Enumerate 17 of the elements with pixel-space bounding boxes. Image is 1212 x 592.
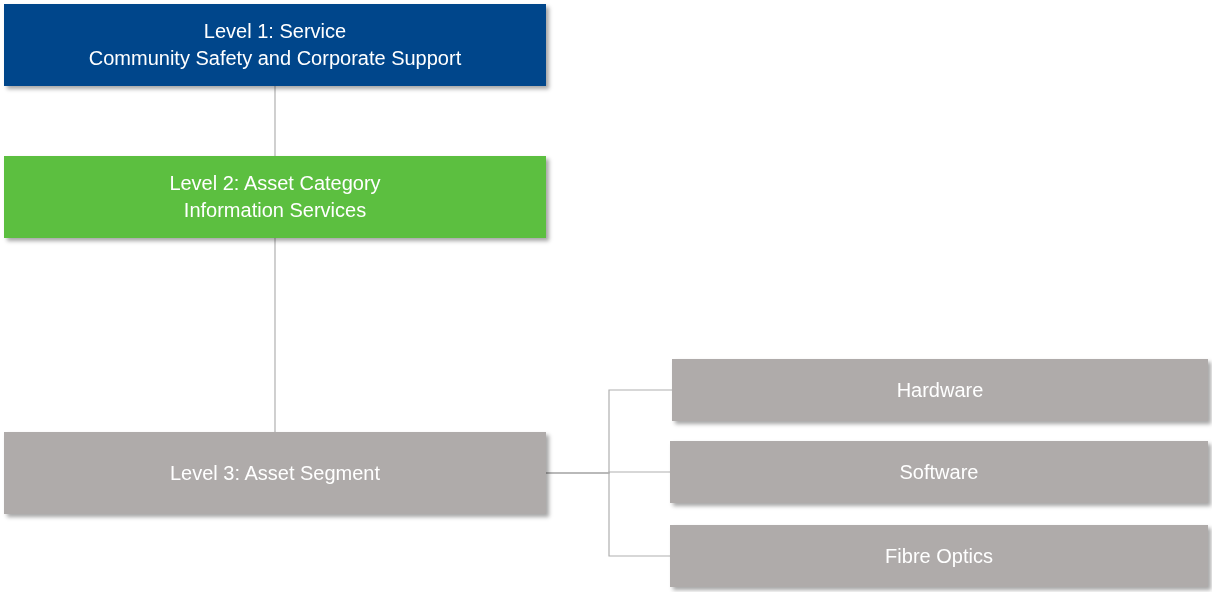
box-label: Hardware xyxy=(896,377,984,403)
box-label: Fibre Optics xyxy=(885,543,993,569)
level-heading: Level 1: Service xyxy=(203,19,347,44)
box-label: Community Safety and Corporate Support xyxy=(88,46,462,71)
level-box xyxy=(4,432,546,514)
connector-line xyxy=(274,85,276,157)
connector-line xyxy=(545,472,671,557)
level-box xyxy=(4,4,546,86)
level-heading: Level 2: Asset Category xyxy=(169,171,381,196)
connector-line xyxy=(274,237,276,433)
level-box xyxy=(4,156,546,238)
segment-box xyxy=(672,359,1208,421)
box-label: Level 3: Asset Segment xyxy=(169,460,381,486)
box-label: Information Services xyxy=(183,198,367,223)
box-label: Software xyxy=(899,459,979,485)
segment-box xyxy=(670,525,1208,587)
segment-box xyxy=(670,441,1208,503)
